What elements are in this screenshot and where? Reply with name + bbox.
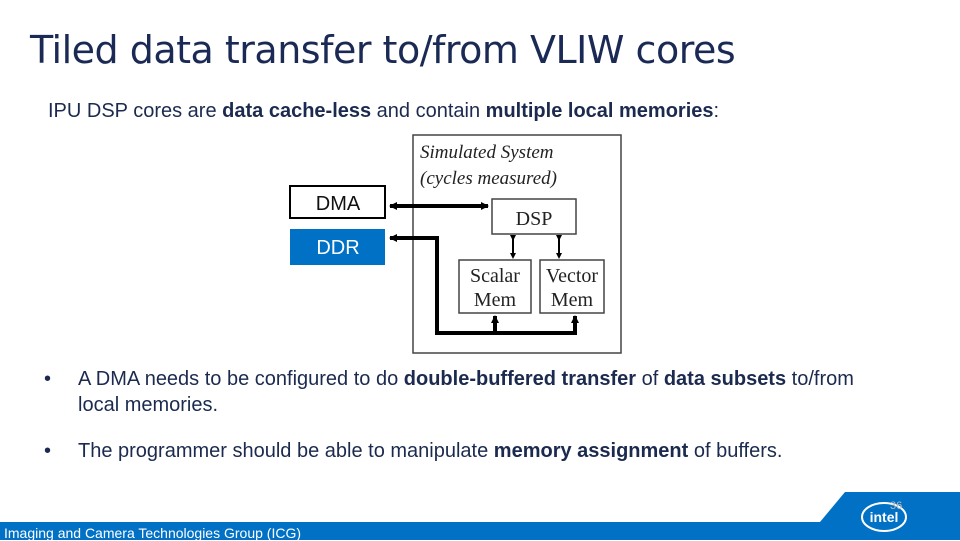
page-number: 36 (890, 500, 903, 512)
dsp-label: DSP (516, 208, 553, 230)
footer-bar (0, 522, 960, 540)
intel-logo-icon (861, 502, 907, 532)
slide-subtitle: IPU DSP cores are data cache-less and co… (48, 100, 719, 123)
subtitle-text-2: and contain (371, 100, 486, 122)
subtitle-text-3: : (713, 100, 720, 122)
system-label-line1: Simulated System (420, 142, 554, 163)
system-label-line2: (cycles measured) (420, 168, 557, 189)
ddr-label: DDR (316, 237, 359, 259)
bullet-bold: data subsets (663, 368, 787, 390)
dma-box (289, 185, 386, 219)
bullet-text: of (636, 368, 664, 390)
bullet-dot: • (44, 368, 52, 390)
subtitle-bold-1: data cache-less (222, 100, 372, 122)
dsp-box (491, 198, 577, 235)
ddr-box (290, 229, 385, 265)
bullet-dot: • (44, 440, 52, 462)
bullet-bold: double-buffered transfer (403, 368, 637, 390)
bullet-item: • A DMA needs to be configured to do doub… (44, 366, 864, 418)
bullet-text: The programmer should be able to manipul… (78, 440, 494, 462)
bullet-list: • A DMA needs to be configured to do doub… (44, 366, 864, 484)
intel-logo-text: intel (870, 509, 899, 525)
bullet-text: A DMA needs to be configured to do (78, 368, 404, 390)
subtitle-bold-2: multiple local memories (485, 100, 714, 122)
dma-label: DMA (316, 193, 361, 215)
ddr-memory-path (389, 234, 579, 335)
bullet-text: of buffers. (688, 440, 783, 462)
bullet-item: • The programmer should be able to manipu… (44, 438, 864, 464)
slide-title: Tiled data transfer to/from VLIW cores (30, 28, 736, 72)
bullet-bold: memory assignment (493, 440, 689, 462)
footer-wedge (820, 492, 960, 522)
bullet-text: to/from local memories. (78, 368, 854, 416)
subtitle-text-1: IPU DSP cores are (48, 100, 223, 122)
footer-text: Imaging and Camera Technologies Group (I… (4, 525, 302, 541)
